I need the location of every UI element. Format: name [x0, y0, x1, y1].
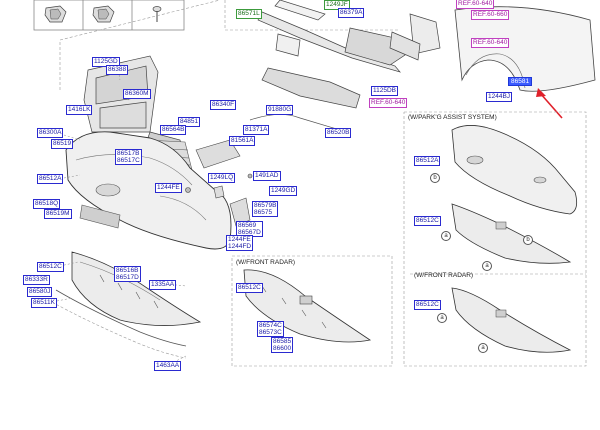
part-label[interactable]: 86571L [236, 9, 262, 19]
part-label[interactable]: 86573C [259, 329, 282, 336]
part-label[interactable]: 86580J [27, 287, 53, 297]
radar-lower-panel [243, 269, 372, 343]
callout-marker: a [482, 261, 492, 271]
part-label[interactable]: 86520B [325, 128, 352, 138]
part-label-group[interactable]: 86579B 86575 [252, 201, 279, 217]
callout-marker: a [441, 231, 451, 241]
part-label-group[interactable]: 1244FE 1244FD [226, 235, 254, 251]
bumper-beam-assembly [257, 0, 441, 109]
radar-caption-right: (W/FRONT RADAR) [414, 272, 474, 279]
park-assist-lower-panel [451, 203, 572, 264]
part-label[interactable]: 86360M [123, 89, 151, 99]
part-label[interactable]: 1335AA [149, 280, 177, 290]
radar-group-border [231, 255, 393, 367]
callout-marker: a [478, 343, 488, 353]
reference-label[interactable]: REF.60-640 [471, 38, 510, 48]
part-label[interactable]: 86300A [37, 128, 64, 138]
part-label[interactable]: 1249LQ [208, 173, 236, 183]
part-label[interactable]: 86512A [37, 174, 64, 184]
part-label[interactable]: 1244FE [228, 236, 251, 243]
screw-icon [152, 6, 162, 22]
part-label[interactable]: 1244FD [228, 243, 252, 250]
lower-trim-strip [55, 289, 187, 347]
part-label[interactable]: 86512A [414, 156, 441, 166]
park-assist-bumper [451, 125, 578, 215]
part-label[interactable]: 86519 [51, 139, 74, 149]
part-label[interactable]: 1125DB [371, 86, 399, 96]
part-label[interactable]: 86340F [210, 100, 237, 110]
part-label[interactable]: 1491AD [253, 171, 281, 181]
part-label[interactable]: 86575 [254, 209, 273, 216]
callout-marker: a [437, 313, 447, 323]
part-label[interactable]: 86516B [116, 267, 139, 274]
callout-marker: b [430, 173, 440, 183]
part-label[interactable]: 81371A [243, 125, 270, 135]
part-label[interactable]: 86333R [23, 275, 50, 285]
lower-lip-spoiler [71, 251, 202, 326]
part-label[interactable]: 86518Q [33, 199, 61, 209]
mounting-brackets [185, 139, 253, 227]
part-label[interactable]: 86585 [273, 338, 292, 345]
part-label[interactable]: 86564B [160, 125, 187, 135]
radar-lower-panel-right [451, 287, 572, 353]
part-label[interactable]: 86579B [254, 202, 277, 209]
part-label[interactable]: 86567D [238, 229, 261, 236]
red-arrow [536, 88, 563, 119]
part-label[interactable]: 1244FE [155, 183, 182, 193]
part-label[interactable]: 1416LK [66, 105, 93, 115]
part-label[interactable]: 86512C [414, 216, 441, 226]
part-label[interactable]: 86379A [338, 8, 365, 18]
fender-panel [454, 6, 596, 92]
part-label[interactable]: 1244BJ [486, 92, 513, 102]
clip-icon [44, 5, 67, 23]
reference-label[interactable]: REF.60-640 [456, 0, 495, 9]
clip-icon [92, 5, 115, 23]
callout-marker: b [523, 235, 533, 245]
reference-label[interactable]: REF.60-660 [471, 10, 510, 20]
front-bumper-cover [65, 131, 232, 250]
part-label[interactable]: 86517C [117, 157, 140, 164]
reference-label[interactable]: REF.60-640 [369, 98, 408, 108]
part-label[interactable]: 91880G [266, 105, 294, 115]
part-label[interactable]: 86574C [259, 322, 282, 329]
small-parts-box [33, 0, 185, 31]
part-label[interactable]: 86512C [414, 300, 441, 310]
part-label[interactable]: 81561A [229, 136, 256, 146]
part-label-group[interactable]: 86585 86600 [271, 337, 294, 353]
part-label[interactable]: 86517D [116, 274, 139, 281]
part-label[interactable]: 86519M [44, 209, 72, 219]
part-label[interactable]: 86512C [37, 262, 64, 272]
part-label[interactable]: 1249JF [324, 0, 350, 10]
part-label[interactable]: 86569 [238, 222, 257, 229]
part-label[interactable]: 1249GD [269, 186, 298, 196]
park-assist-caption: (W/PARK'G ASSIST SYSTEM) [408, 114, 497, 121]
part-label-group[interactable]: 86516B 86517D [114, 266, 141, 282]
part-label[interactable]: 1463AA [154, 361, 182, 371]
park-assist-group-border [403, 111, 587, 367]
part-label[interactable]: 84851 [178, 117, 201, 127]
main-group-border [59, 0, 221, 90]
highlighted-part-label[interactable]: 86581 [508, 77, 533, 86]
part-label[interactable]: 86388 [106, 65, 129, 75]
part-label-group[interactable]: 86517B 86517C [115, 149, 142, 165]
radar-caption: (W/FRONT RADAR) [236, 259, 296, 266]
wiring-harness [249, 114, 341, 131]
part-label-group[interactable]: 86574C 86573C [257, 321, 284, 337]
part-label[interactable]: 86512C [236, 283, 263, 293]
part-label[interactable]: 86511K [31, 298, 57, 308]
part-label[interactable]: 1125GD [92, 57, 120, 67]
part-label[interactable]: 86600 [273, 345, 292, 352]
part-label[interactable]: 86517B [117, 150, 140, 157]
